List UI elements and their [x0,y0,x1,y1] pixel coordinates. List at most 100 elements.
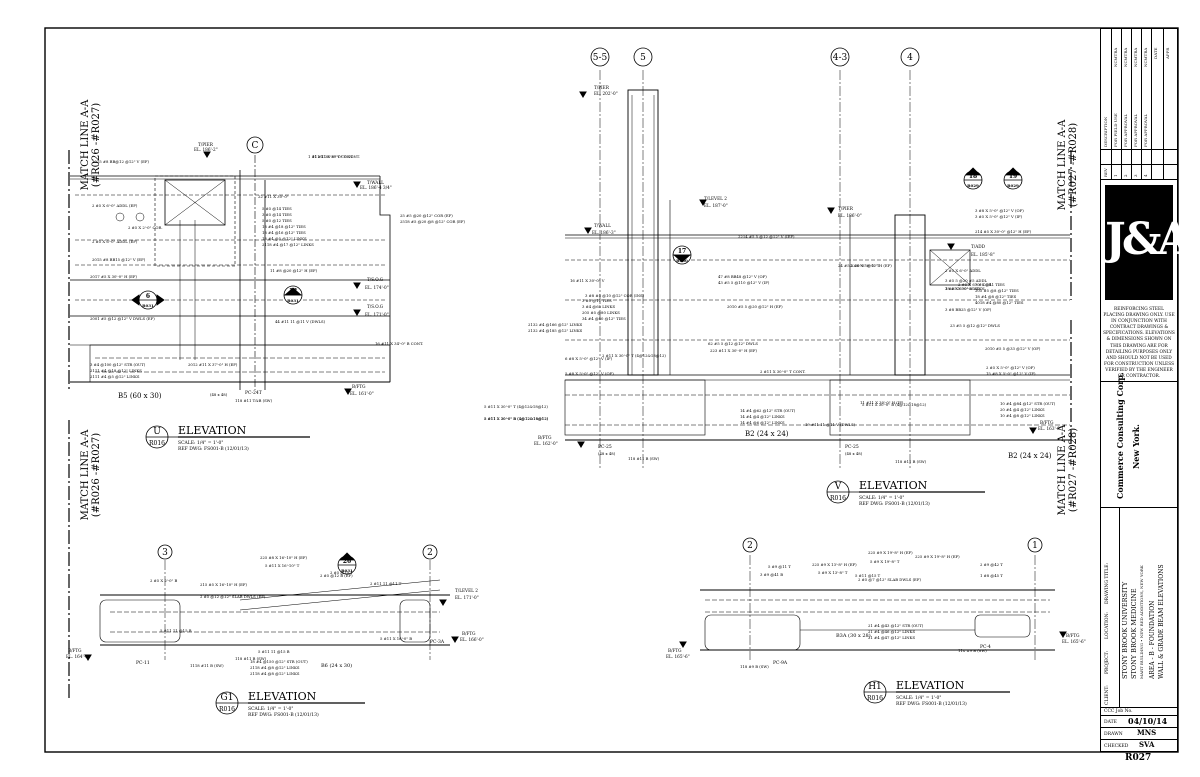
elev-mark: EL. 164'-0" [66,654,90,659]
grid-label-3: 3 [162,548,168,558]
location-text: MART BUILDING • NEW RED ADDITIONS, NEW Y… [1139,565,1144,679]
client-name: STONY BROOK UNIVERSITY [1121,581,1129,679]
rebar-callout: 2 #5 @12 B (EF) [320,573,353,578]
pile-cap-label: PC-25 [598,444,612,450]
rebar-callout: 6 #8 X 5'-0" @12" V (IF) [565,356,613,361]
rev-num: 4 [1143,174,1148,177]
grid-bubbles [157,47,1043,560]
rebar-callout: 215 #5 X 16'-10" H (EF) [200,582,248,587]
drawing-note: REINFORCING STEEL PLACING DRAWING ONLY. … [1103,307,1175,380]
rev-desc: FOR FIELD USE [1113,113,1118,147]
rebar-callout: 2 #5 @7 @12" SLAB DWLS (EF) [858,577,921,582]
rebar-callout: 4018 #4 @80 @12" TIES [975,300,1024,305]
elevation-title-u: U R016 ELEVATION SCALE: 1/4" = 1'-0" REF… [145,424,310,452]
title-label: DRAWING TITLE: [1105,563,1110,604]
grid-bubble-2 [742,537,758,553]
rebar-callout: 5 #11 X 30'-0" B (4@12&18@12) [862,402,927,407]
rebar-callout: 62 #5 5 @12 @12" DWLS [708,341,758,346]
rebar-callout: 2118 #4 @8 @12" LINKS [250,665,300,670]
rebar-callout: 2111 #4 @5 @12" LINKS [90,374,140,379]
rebar-callout: 18 #5 X 30'-0" ADDL [945,286,986,291]
rebar-callout: 2132 #4 @166 @12" LINKS [528,322,583,327]
grid-label-1: 1 [1032,541,1038,551]
rebar-callout: 11 #11 X 30'-0" H (IF) [860,400,904,405]
rev-header: DESCRIPTION [1103,116,1108,147]
rebar-callout: 5 #9 @11 T [768,564,791,569]
elev-mark: EL. 186'-0" [838,213,862,218]
elev-mark: T/LEVEL 2 [455,588,478,593]
rebar-callout: 5 #5 @12 TIES [262,218,292,223]
grid-label-4: 4 [907,53,913,63]
rev-num: 1 [1113,174,1118,177]
rebar-callout: 3 #5 5 @20 #5 ADDL [945,278,988,283]
section-ref: R031 [341,568,353,573]
rev-desc: FOR APPROVAL [1133,114,1138,147]
rebar-callout: 3 #8 X 5'-0" @12" V (OF) [975,208,1024,213]
elev-mark: EL. 161'-0" [350,391,374,396]
rev-by: NCMTRA [1123,47,1128,67]
rebar-callout: 225 #9 X 19'-8" H (EF) [915,554,960,559]
section-ref: R031 [287,298,299,303]
elevation-scale: SCALE: 1/4" = 1'-0" [178,440,224,446]
rebar-callout: 2017 #5 X 30'-0" H (EF) [90,274,138,279]
section-num: 18 [969,173,977,180]
rebar-callout: 3015 #8 BB@12 @12" V (EF) [92,159,150,164]
elev-mark: B/FTG [1040,420,1054,425]
elevation-ref-dwg: REF DWG: FS001-B (12/01/13) [248,711,319,718]
rebar-callout: 34 #4 @80 @12" TIES [582,316,626,321]
drawn-label: DRAWN [1104,732,1123,737]
elev-mark: EL. 165'-6" [1062,639,1086,644]
rebar-callout: 3 #5 @14 TIES [262,212,292,217]
elev-mark: EL. 165'-6" [666,654,690,659]
rebar-callout: 2015 #8 BB15 @12" V (EF) [92,257,146,262]
elev-mark: B/FTG [462,631,476,636]
elevation-title: ELEVATION [178,424,247,437]
match-line-ref: (#R026 -#R027) [91,103,102,187]
revision-table: REV 1 2 3 4 DESCRIPTION FOR FIELD USE FO… [1101,29,1177,180]
grid-label-4-3: 4-3 [833,53,848,63]
client-label: CLIENT: [1105,685,1110,705]
rebar-callout: 3 #4 @65 LINKS [582,304,615,309]
elevation-ref: R016 [867,695,883,702]
sheet-border [44,27,1179,753]
grid-bubble-1 [1027,537,1043,553]
rebar-callout: 44 #11 11 @11 V (DWLS) [275,319,326,324]
rebar-callout: 16 #11 X 30'-0" V [570,278,605,283]
rebar-callout: 118 #11 B (SW) [235,656,267,661]
rebar-callout: 5 #11 X 30'-0" B (4@12&18@12) [484,416,549,421]
grid-bubble-5-5 [590,47,610,67]
elevation-ref: R016 [149,440,165,447]
elev-mark: T/PIER [594,85,610,90]
rebar-callout: 3 #8 #5 @10 @12" COR (INS) [585,293,645,298]
rebar-callout: 2118 #4 @8 @12" LINKS [250,671,300,676]
rebar-callout: 2 #5 @10 T [330,570,353,575]
date-value: 04/10/14 [1128,716,1168,726]
grid-label-2: 2 [747,541,753,551]
elev-mark: EL. 186'-2" [194,147,218,152]
elev-mark: EL. 163'-6" [1038,426,1062,431]
rebar-callout: 11 #8 @20 @12" H (EF) [270,268,318,273]
rebar-callout: 3 #9 @41 B [760,572,783,577]
elevation-title: ELEVATION [248,690,317,703]
elevation-title-v: V R016 ELEVATION SCALE: 1/4" = 1'-0" REF… [826,479,985,507]
beam-label: B2 (24 x 24) [1008,452,1052,460]
rebar-callout: 5 #11 11 @15 B [160,628,192,633]
rebar-callout: 2214 #5 5 @12 @12" V (IEF) [738,234,795,239]
drawing-title-line1: AREA - B - FOUNDATION [1149,600,1156,679]
elevation-letter: V [834,482,842,492]
elev-mark: EL. 186'-3" [592,230,616,235]
rev-desc: FOR APPROVAL [1123,114,1128,147]
rebar-callout: 2012 #11 X 37'-0" H (EF) [188,362,238,367]
rebar-callout: 10 #4 @8 @12" LINKS [1000,413,1045,418]
elevation-title: ELEVATION [896,679,965,692]
elevation-scale: SCALE: 1/4" = 1'-0" [248,706,294,712]
location-label: LOCATION: [1105,612,1110,639]
elevation-g1 [84,560,459,661]
rebar-callout: 43 #5 5 @110 @12" V (IF) [718,280,770,285]
rebar-callout: 5 #11 X 30'-0" B (4@12&18@12) [484,416,549,421]
pile-cap-label: PC-4 [980,644,991,650]
elev-mark: T/S.O.G [367,277,384,282]
elevation-title-h1: H1 R016 ELEVATION SCALE: 1/4" = 1'-0" RE… [863,679,1010,707]
rebar-callout: 1 #8 @45 T [980,573,1003,578]
